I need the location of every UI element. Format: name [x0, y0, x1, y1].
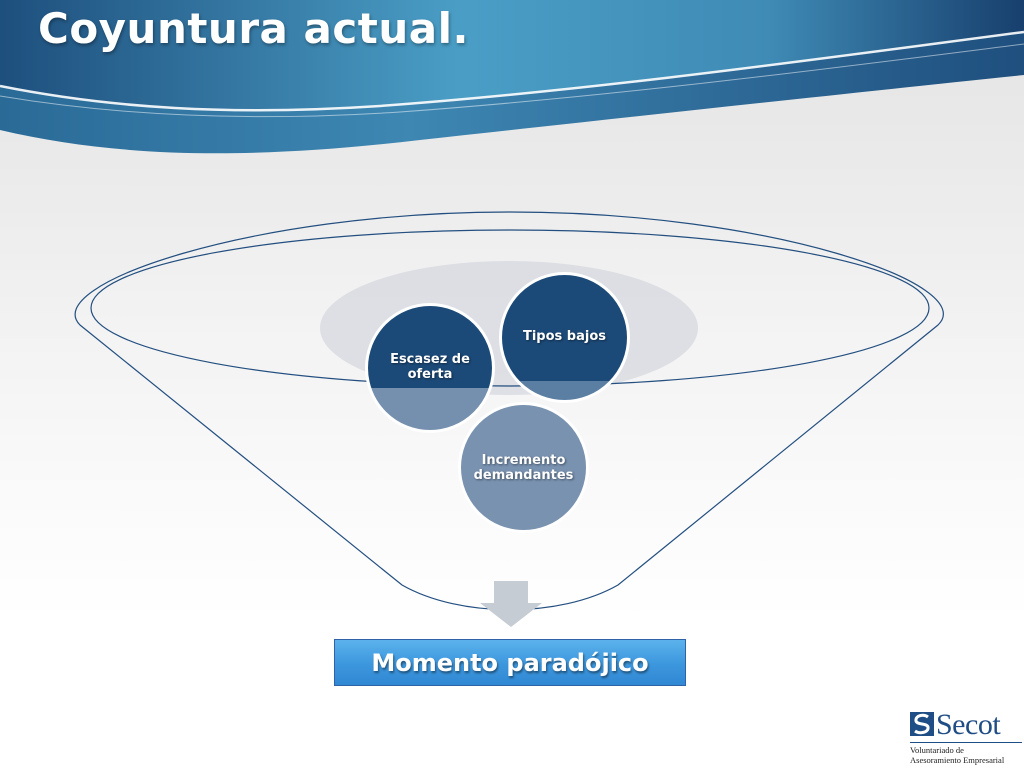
s-mark-icon [910, 712, 934, 736]
logo-divider [910, 742, 1022, 743]
slide-title: Coyuntura actual. [38, 4, 469, 53]
factor-label: Escasez de oferta [390, 352, 470, 382]
secot-logo: Secot Voluntariado de Asesoramiento Empr… [908, 708, 1024, 768]
funnel-rim [90, 229, 930, 387]
logo-tagline-line1: Voluntariado de [910, 745, 964, 755]
factor-label: Tipos bajos [522, 329, 607, 344]
factor-circle-escasez-de-oferta: Escasez de oferta [365, 303, 495, 433]
header-band [0, 0, 1024, 154]
result-label: Momento paradójico [371, 648, 649, 677]
factor-circle-tipos-bajos: Tipos bajos [499, 272, 630, 403]
factor-circle-incremento-demandantes: Incremento demandantes [458, 402, 589, 533]
result-box: Momento paradójico [334, 639, 686, 686]
logo-wordmark: Secot [936, 708, 1001, 741]
logo-tagline-line2: Asesoramiento Empresarial [910, 755, 1005, 765]
arrow-down-icon [480, 581, 542, 627]
factor-label: Incremento demandantes [473, 452, 574, 483]
logo-tagline: Voluntariado de Asesoramiento Empresaria… [910, 745, 1004, 765]
